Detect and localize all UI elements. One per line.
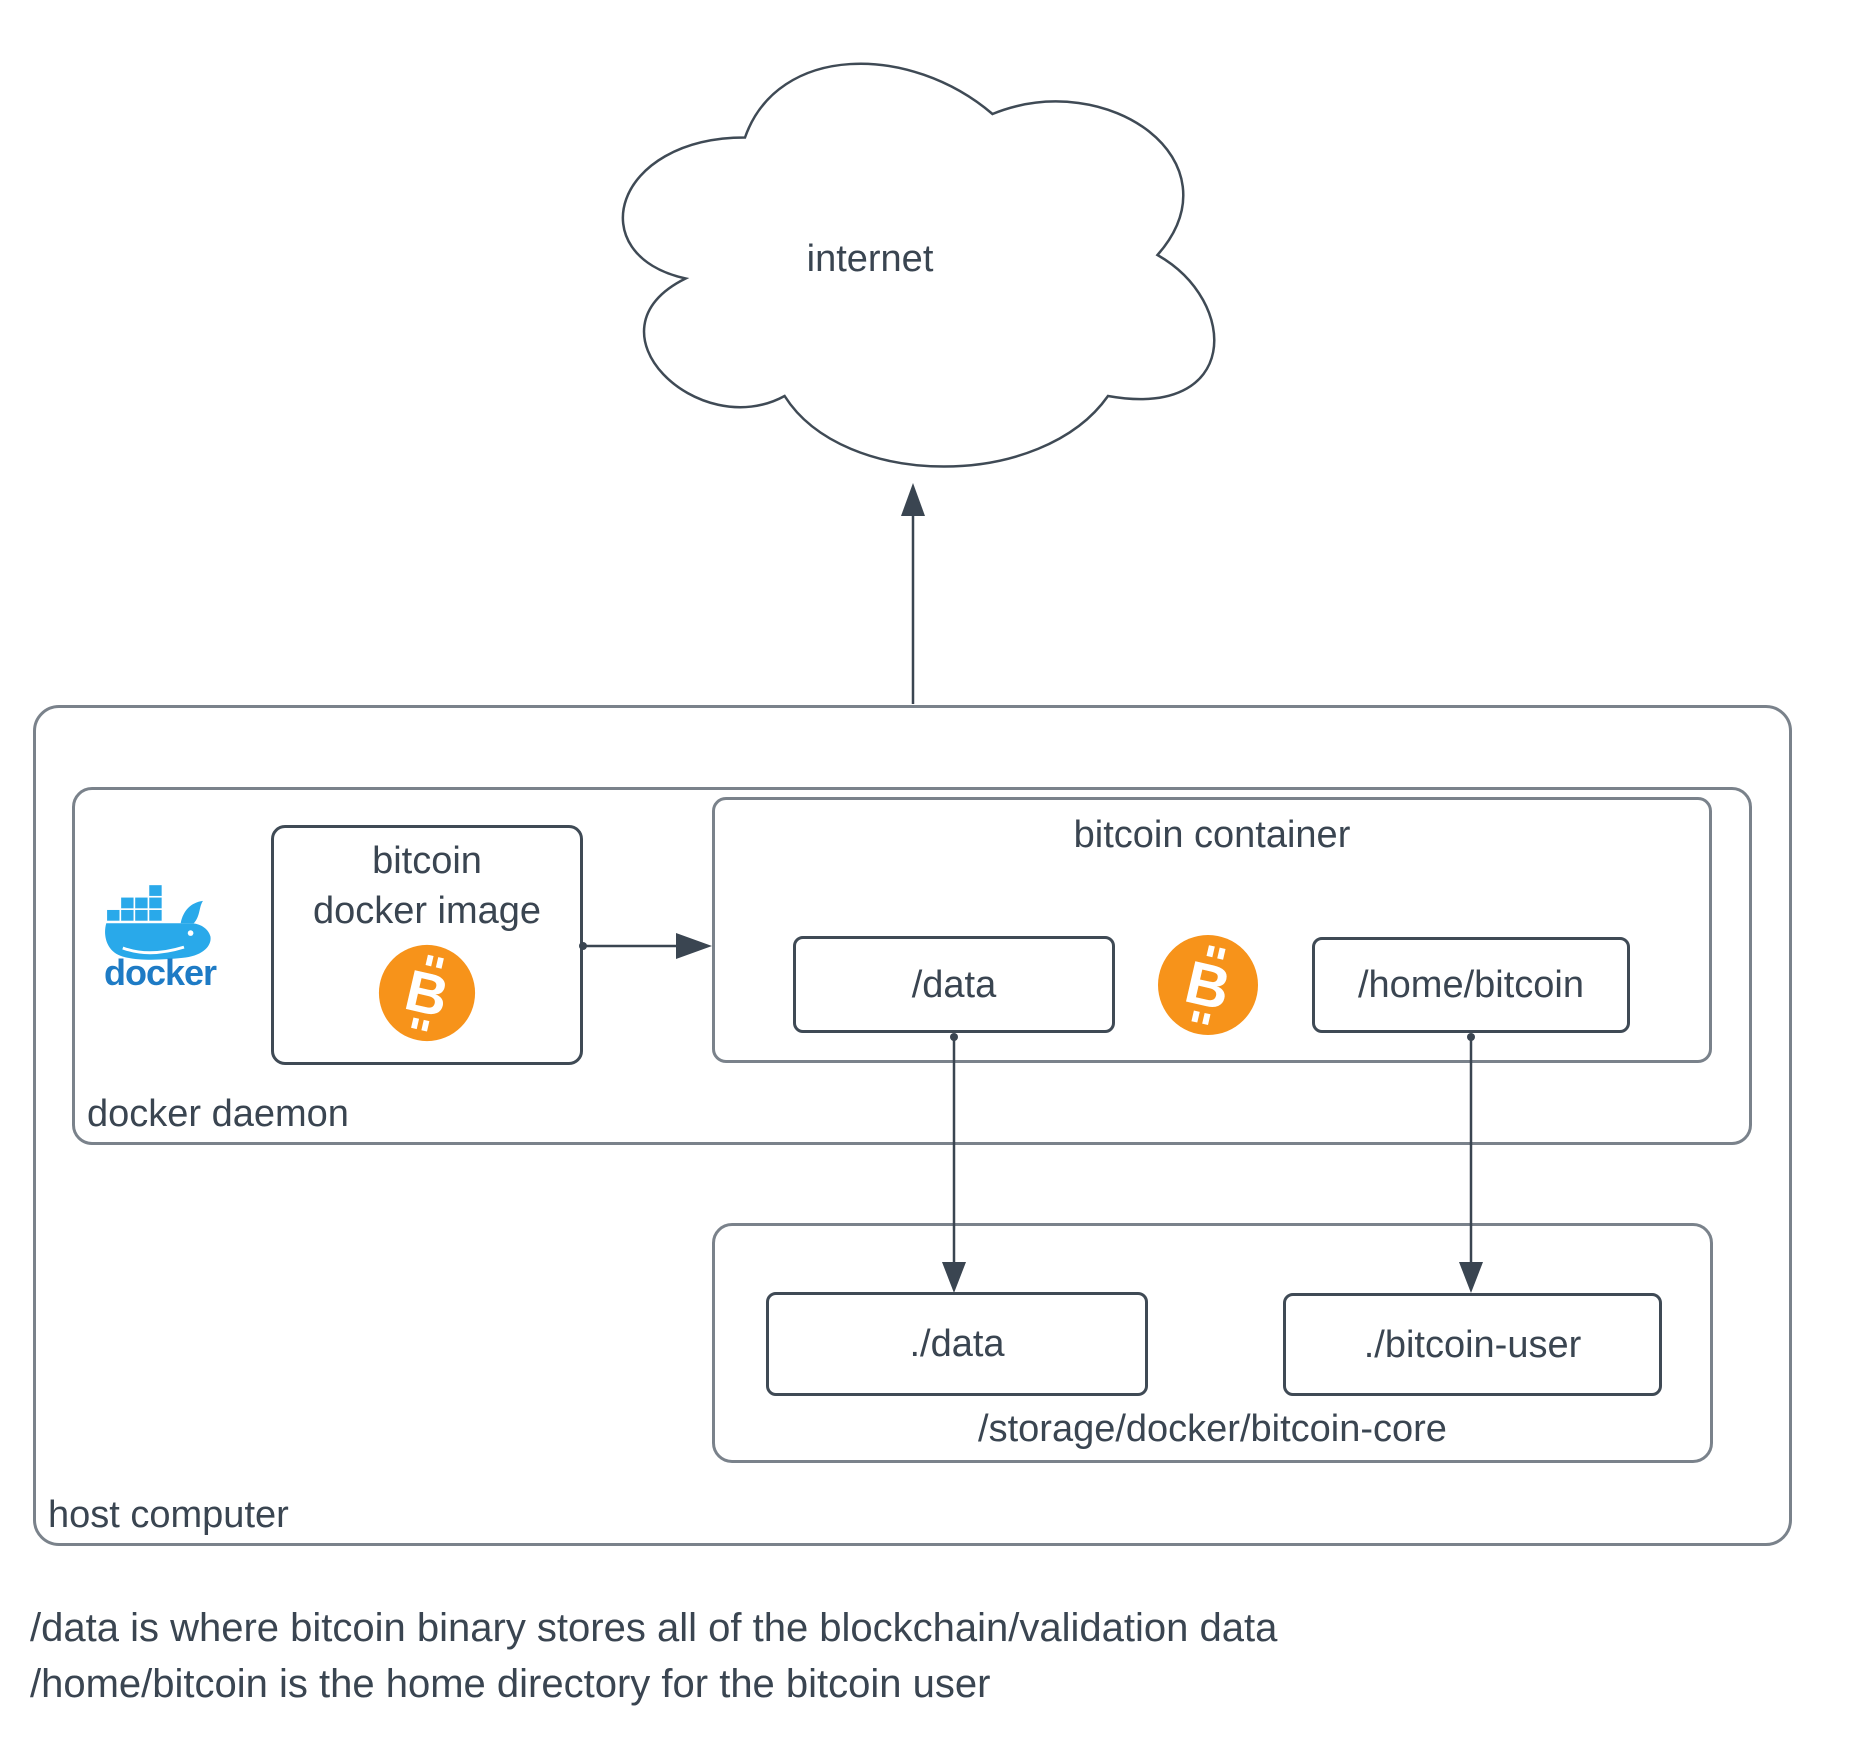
folder-data-label: ./data (909, 1323, 1005, 1365)
volume-home-bitcoin-box: /home/bitcoin (1312, 937, 1630, 1033)
internet-arrow (901, 483, 925, 704)
internet-label: internet (806, 238, 934, 280)
docker-whale-icon (105, 885, 211, 960)
bitcoin-icon: B (1158, 935, 1258, 1035)
bitcoin-container-label: bitcoin container (1073, 814, 1351, 856)
notes: /data is where bitcoin binary stores all… (30, 1600, 1277, 1712)
volume-data-box: /data (793, 936, 1115, 1033)
bitcoin-icon: B (378, 944, 476, 1042)
storage-path-label: /storage/docker/bitcoin-core (978, 1408, 1447, 1450)
docker-daemon-label: docker daemon (87, 1093, 349, 1135)
host-computer-label: host computer (48, 1494, 289, 1536)
folder-bitcoin-user-label: ./bitcoin-user (1363, 1323, 1582, 1366)
bitcoin-docker-image-label: bitcoin docker image (312, 840, 542, 932)
note-line: /data is where bitcoin binary stores all… (30, 1606, 1278, 1650)
volume-data-label: /data (911, 963, 997, 1006)
folder-bitcoin-user-box: ./bitcoin-user (1283, 1293, 1662, 1396)
docker-wordmark: docker (103, 952, 217, 993)
volume-home-bitcoin-label: /home/bitcoin (1357, 964, 1584, 1006)
internet-cloud-shape (621, 62, 1216, 468)
note-line: /home/bitcoin is the home directory for … (30, 1662, 991, 1706)
folder-data-box: ./data (766, 1292, 1148, 1396)
